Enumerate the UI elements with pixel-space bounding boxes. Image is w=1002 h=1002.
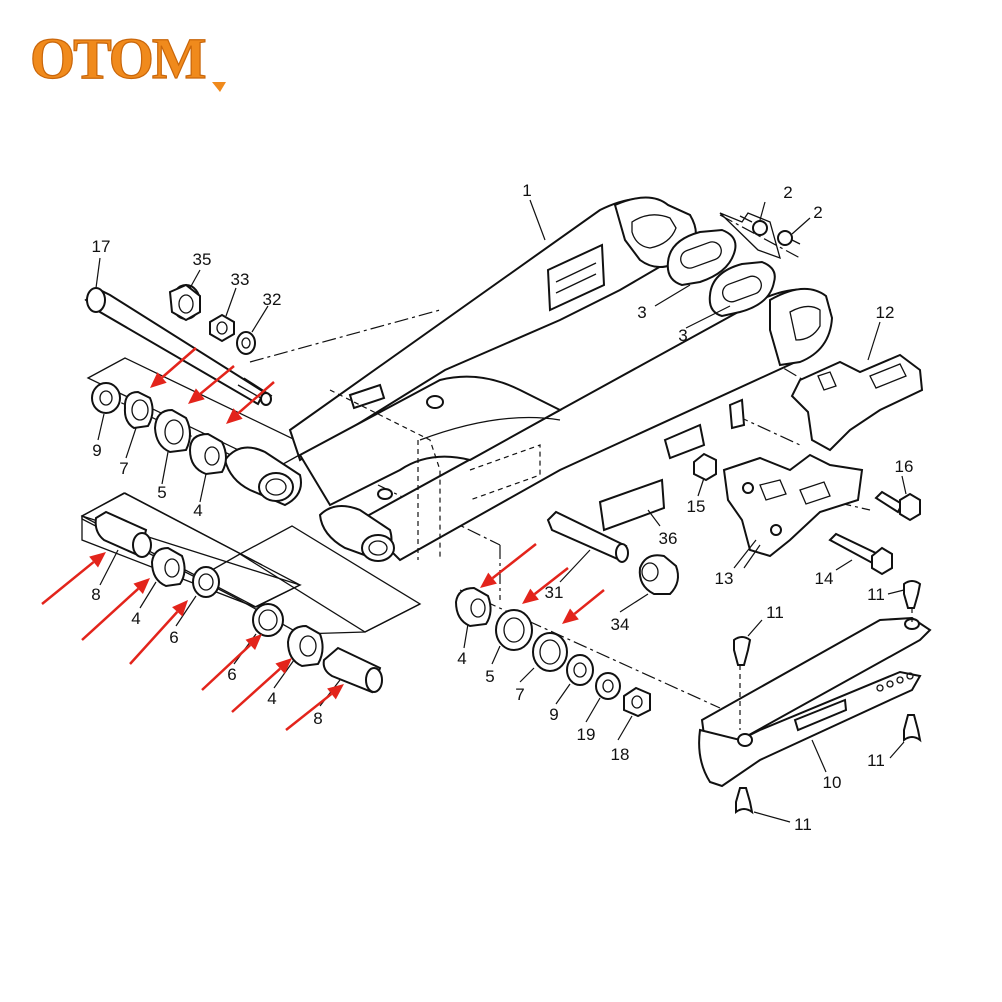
lower-left-bearing-kit <box>94 510 220 598</box>
highlight-arrows <box>41 347 605 731</box>
chain-adjuster-plates <box>666 228 776 318</box>
part-label-36: 36 <box>659 529 678 548</box>
part-label-32: 32 <box>263 290 282 309</box>
part-label-8: 8 <box>91 585 100 604</box>
part-label-4: 4 <box>131 609 140 628</box>
part-label-11: 11 <box>766 603 784 622</box>
highlight-arrowhead <box>275 658 292 674</box>
part-label-2: 2 <box>813 203 822 222</box>
part-label-18: 18 <box>611 745 630 764</box>
highlight-arrow <box>201 644 252 691</box>
part-label-11: 11 <box>867 751 885 770</box>
part-label-1: 1 <box>522 181 531 200</box>
highlight-arrowhead <box>480 572 497 588</box>
part-label-11: 11 <box>794 815 812 834</box>
highlight-arrowhead <box>522 588 539 604</box>
right-side-bearing-kit <box>454 586 651 718</box>
highlight-arrowhead <box>226 408 243 424</box>
part-label-34: 34 <box>611 615 630 634</box>
part-label-2: 2 <box>783 183 792 202</box>
highlight-arrowhead <box>188 388 205 404</box>
highlight-arrow <box>161 347 197 379</box>
pivot-hardware <box>168 283 256 355</box>
highlight-arrow <box>41 561 95 605</box>
part-label-4: 4 <box>193 501 202 520</box>
part-label-14: 14 <box>815 569 834 588</box>
logo-text: OTOM <box>30 26 206 91</box>
lower-right-bearing-kit <box>252 603 383 694</box>
chain-guide-bolts <box>693 452 921 576</box>
part-label-17: 17 <box>92 237 111 256</box>
part-label-6: 6 <box>169 628 178 647</box>
highlight-arrowhead <box>89 552 106 568</box>
highlight-arrow <box>237 381 275 415</box>
highlight-arrowhead <box>172 600 188 617</box>
part-label-4: 4 <box>457 649 466 668</box>
part-label-5: 5 <box>485 667 494 686</box>
part-label-15: 15 <box>687 497 706 516</box>
highlight-arrow <box>231 667 281 713</box>
highlight-arrow <box>533 567 569 596</box>
part-label-33: 33 <box>231 270 250 289</box>
highlight-arrow <box>491 543 537 580</box>
highlight-arrowhead <box>562 608 579 624</box>
part-label-6: 6 <box>227 665 236 684</box>
highlight-arrow <box>285 692 333 731</box>
part-labels: 1 2 2 3 3 4 4 4 4 5 5 6 6 7 7 8 8 9 9 10… <box>91 181 913 834</box>
part-label-13: 13 <box>715 569 734 588</box>
part-label-9: 9 <box>92 441 101 460</box>
part-label-31: 31 <box>545 583 564 602</box>
chain-slider <box>698 580 932 815</box>
part-label-3: 3 <box>678 326 687 345</box>
highlight-arrowhead <box>150 372 167 388</box>
part-label-7: 7 <box>515 685 524 704</box>
part-label-8: 8 <box>313 709 322 728</box>
part-label-10: 10 <box>823 773 842 792</box>
highlight-arrow <box>81 587 140 641</box>
part-label-7: 7 <box>119 459 128 478</box>
part-label-12: 12 <box>876 303 895 322</box>
highlight-arrow <box>129 611 179 665</box>
kit-box-lower-left-top <box>81 492 263 566</box>
screws-2 <box>719 212 801 260</box>
leader-lines <box>95 199 907 823</box>
part-label-3: 3 <box>637 303 646 322</box>
upper-bearing-kit <box>91 382 227 476</box>
part-label-5: 5 <box>157 483 166 502</box>
logo-mark <box>212 82 226 92</box>
part-label-4: 4 <box>267 689 276 708</box>
highlight-arrowhead <box>133 578 150 594</box>
chain-guide <box>722 353 924 558</box>
part-label-16: 16 <box>895 457 914 476</box>
misc-parts <box>546 478 679 595</box>
highlight-arrowhead <box>245 634 262 651</box>
part-label-19: 19 <box>577 725 596 744</box>
part-label-35: 35 <box>193 250 212 269</box>
highlight-arrow <box>199 365 235 395</box>
highlight-arrowhead <box>327 684 344 700</box>
otom-logo: OTOM <box>29 25 226 92</box>
part-label-11: 11 <box>867 585 885 604</box>
highlight-arrow <box>573 589 605 615</box>
part-label-9: 9 <box>549 705 558 724</box>
